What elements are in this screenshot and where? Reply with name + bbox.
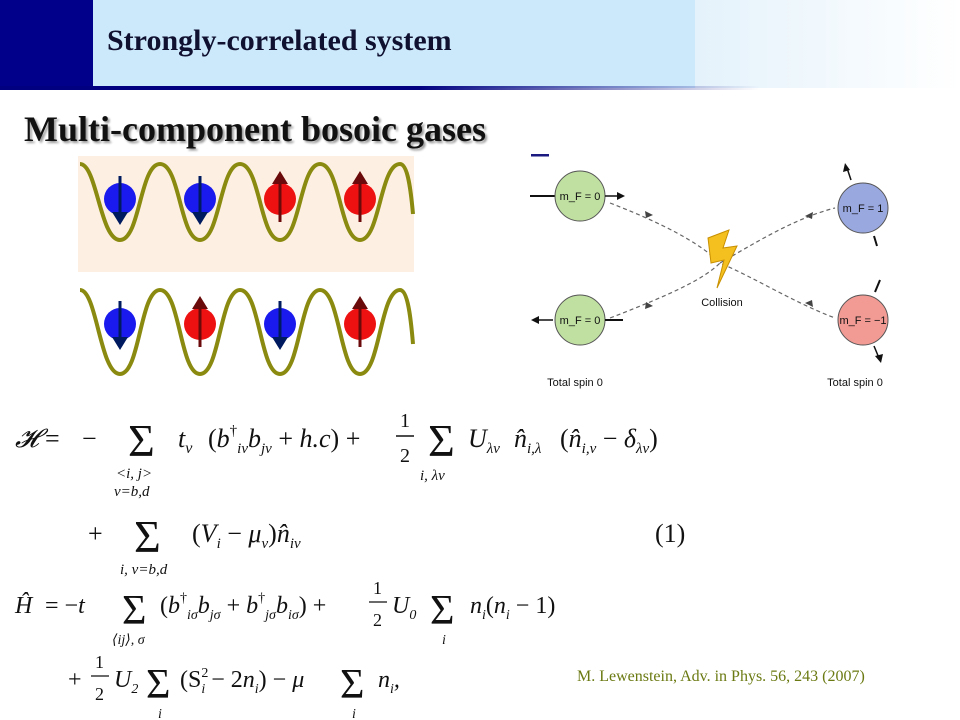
atom-spin-up xyxy=(344,296,376,347)
svg-text:i, λν: i, λν xyxy=(420,468,445,484)
svg-text:2: 2 xyxy=(373,610,382,630)
svg-text:ν=b,d: ν=b,d xyxy=(114,484,150,500)
optical-lattice-figure xyxy=(78,156,415,377)
atom-spin-down xyxy=(104,301,136,350)
svg-text:ni(ni − 1): ni(ni − 1) xyxy=(470,593,555,623)
svg-text:Σ: Σ xyxy=(122,588,146,634)
svg-text:i: i xyxy=(442,633,446,648)
svg-text:Σ: Σ xyxy=(340,662,364,708)
svg-text:1: 1 xyxy=(373,578,382,598)
svg-text:tν: tν xyxy=(178,424,193,457)
atom-mf-neg1-bottom-right: m_F = −1 xyxy=(837,279,889,363)
atom-spin-down xyxy=(264,301,296,350)
mf-label: m_F = −1 xyxy=(839,315,886,327)
svg-text:1: 1 xyxy=(95,652,104,672)
header-light-band xyxy=(93,0,695,88)
lightning-bolt-icon xyxy=(707,229,738,289)
svg-text:(b†iνbjν + h.c) +: (b†iνbjν + h.c) + xyxy=(208,423,360,457)
svg-text:Σ: Σ xyxy=(428,415,455,466)
svg-text:i: i xyxy=(158,707,162,720)
atom-spin-up xyxy=(264,171,296,222)
header-dark-block xyxy=(0,0,93,88)
svg-text:i: i xyxy=(352,707,356,720)
svg-text:Ĥ: Ĥ xyxy=(14,593,34,619)
svg-text:ni,: ni, xyxy=(378,667,400,697)
svg-text:U2: U2 xyxy=(114,667,138,697)
svg-text:U0: U0 xyxy=(392,593,416,623)
svg-text:Σ: Σ xyxy=(146,662,170,708)
header-fade xyxy=(695,0,960,88)
svg-text:Σ: Σ xyxy=(134,511,161,562)
trajectory-top xyxy=(609,202,836,264)
svg-text:+: + xyxy=(68,667,82,693)
mf-label: m_F = 0 xyxy=(560,315,601,327)
svg-text:⟨ij⟩, σ: ⟨ij⟩, σ xyxy=(112,633,146,648)
svg-text:+: + xyxy=(88,519,103,548)
atom-spin-up xyxy=(184,296,216,347)
svg-text:2: 2 xyxy=(95,684,104,704)
atom-spin-down xyxy=(184,176,216,225)
equation-number: (1) xyxy=(655,519,685,548)
collision-diagram: Collision m_F = 0 m_F = 0 m_F = 1 m_F = … xyxy=(530,163,889,389)
svg-text:−: − xyxy=(82,424,97,453)
svg-text:n̂i,λ: n̂i,λ xyxy=(514,424,542,457)
trajectory-bottom xyxy=(609,262,836,319)
svg-text:(Vi − μν)n̂iν: (Vi − μν)n̂iν xyxy=(192,519,301,552)
svg-text:1: 1 xyxy=(400,410,410,432)
svg-text:Uλν: Uλν xyxy=(468,424,500,457)
header-title: Strongly-correlated system xyxy=(107,24,452,57)
total-spin-left: Total spin 0 xyxy=(547,377,603,389)
atom-spin-up xyxy=(344,171,376,222)
atom-mf0-top-left: m_F = 0 xyxy=(530,170,625,222)
svg-text:<i, j>: <i, j> xyxy=(116,466,152,482)
svg-text:= −t: = −t xyxy=(45,593,86,619)
svg-text:(S2i − 2ni) − μ: (S2i − 2ni) − μ xyxy=(180,666,304,697)
header-underline xyxy=(0,86,760,90)
lattice-potential-bottom xyxy=(79,287,415,377)
svg-text:=: = xyxy=(45,424,60,453)
svg-text:𝓗: 𝓗 xyxy=(15,424,49,453)
mf-label: m_F = 0 xyxy=(560,191,601,203)
collision-label: Collision xyxy=(701,297,743,309)
svg-text:(b†iσbjσ + b†jσbiσ) +: (b†iσbjσ + b†jσbiσ) + xyxy=(160,591,326,623)
svg-text:2: 2 xyxy=(400,445,410,467)
atom-spin-down xyxy=(104,176,136,225)
svg-text:(n̂i,ν − δλν): (n̂i,ν − δλν) xyxy=(560,424,658,457)
mf-label: m_F = 1 xyxy=(843,203,884,215)
svg-text:Σ: Σ xyxy=(128,415,155,466)
atom-mf0-bottom-left: m_F = 0 xyxy=(531,294,623,346)
total-spin-right: Total spin 0 xyxy=(827,377,883,389)
citation-reference: M. Lewenstein, Adv. in Phys. 56, 243 (20… xyxy=(577,668,865,685)
slide-title: Multi-component bosoic gases xyxy=(24,109,486,149)
svg-text:i, ν=b,d: i, ν=b,d xyxy=(120,562,168,578)
atom-mf1-top-right: m_F = 1 xyxy=(837,163,889,247)
title-dash xyxy=(531,154,549,157)
svg-text:Σ: Σ xyxy=(430,588,454,634)
spinor-hamiltonian-equation: Ĥ = −t Σ ⟨ij⟩, σ (b†iσbjσ + b†jσbiσ) + 1… xyxy=(14,578,555,720)
hamiltonian-equation-1: 𝓗 = − Σ <i, j> ν=b,d tν (b†iνbjν + h.c) … xyxy=(15,410,685,578)
lattice-potential-top xyxy=(79,161,415,243)
